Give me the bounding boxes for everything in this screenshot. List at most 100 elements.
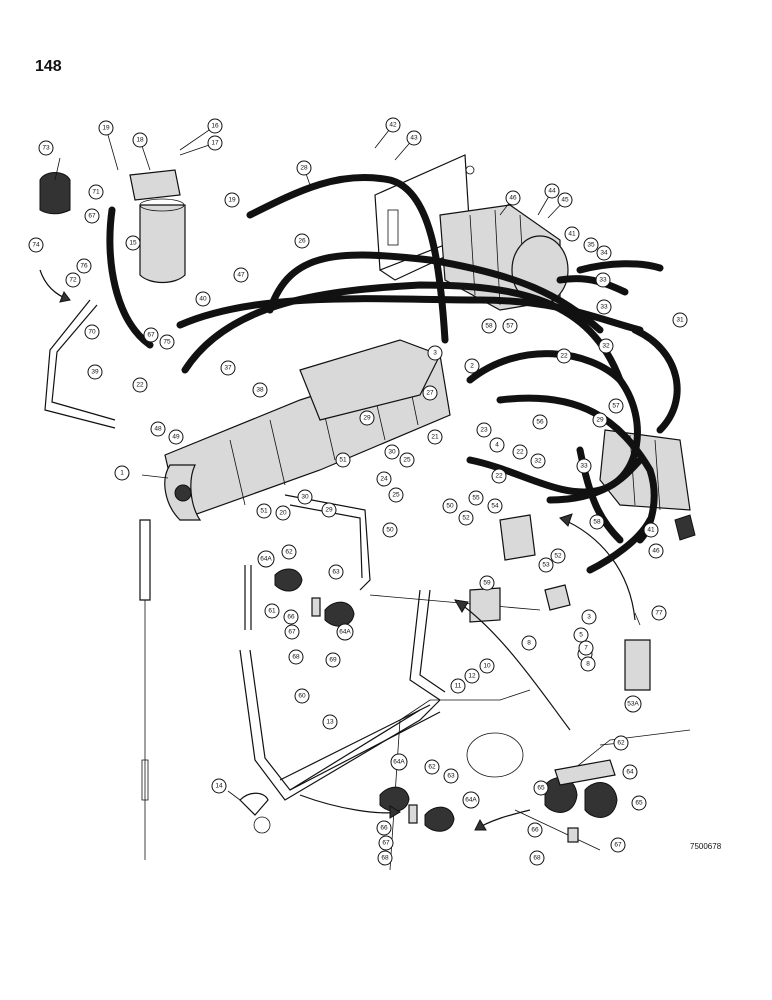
callout-34: 34: [596, 245, 612, 261]
callout-27: 27: [422, 385, 438, 401]
callout-number: 33: [600, 304, 608, 311]
callout-number: 66: [287, 614, 295, 621]
callout-number: 32: [602, 343, 610, 350]
callout-number: 66: [380, 825, 388, 832]
callout-number: 22: [516, 449, 524, 456]
callout-54: 54: [487, 498, 503, 514]
callout-41: 41: [643, 522, 659, 538]
callout-number: 39: [91, 369, 99, 376]
callout-number: 65: [537, 785, 545, 792]
callout-26: 26: [294, 233, 310, 249]
callout-63: 63: [443, 768, 459, 784]
callout-number: 12: [468, 673, 476, 680]
callout-17: 17: [207, 135, 223, 151]
callout-32: 32: [530, 453, 546, 469]
callout-57: 57: [502, 318, 518, 334]
callout-number: 32: [534, 458, 542, 465]
callout-64a: 64A: [390, 753, 408, 771]
callout-number: 22: [560, 353, 568, 360]
callout-67: 67: [284, 624, 300, 640]
callout-number: 46: [509, 195, 517, 202]
callout-number: 22: [136, 382, 144, 389]
callout-68: 68: [288, 649, 304, 665]
callout-65: 65: [631, 795, 647, 811]
callout-number: 48: [154, 426, 162, 433]
callout-67: 67: [84, 208, 100, 224]
callout-number: 50: [446, 503, 454, 510]
callout-number: 60: [298, 693, 306, 700]
callout-23: 23: [476, 422, 492, 438]
callout-number: 21: [431, 434, 439, 441]
callout-number: 53A: [627, 701, 639, 708]
callout-number: 15: [129, 240, 137, 247]
callout-51: 51: [335, 452, 351, 468]
callout-22: 22: [132, 377, 148, 393]
callout-number: 29: [596, 417, 604, 424]
callout-19: 19: [224, 192, 240, 208]
callout-40: 40: [195, 291, 211, 307]
callout-number: 64A: [339, 629, 351, 636]
callout-56: 56: [532, 414, 548, 430]
callout-number: 30: [388, 449, 396, 456]
callout-number: 8: [586, 661, 590, 668]
callout-2: 2: [464, 358, 480, 374]
callout-number: 64: [626, 769, 634, 776]
callout-50: 50: [442, 498, 458, 514]
callout-number: 74: [32, 242, 40, 249]
hydraulic-cylinder: [139, 519, 151, 860]
callout-68: 68: [377, 850, 393, 866]
callout-50: 50: [382, 522, 398, 538]
callout-64: 64: [622, 764, 638, 780]
callout-5: 5: [573, 627, 589, 643]
callout-number: 58: [485, 323, 493, 330]
callout-number: 42: [389, 122, 397, 129]
callout-75: 75: [159, 334, 175, 350]
callout-number: 59: [483, 580, 491, 587]
callout-number: 10: [483, 663, 491, 670]
callout-33: 33: [576, 458, 592, 474]
callout-69: 69: [325, 652, 341, 668]
callout-61: 61: [264, 603, 280, 619]
callout-number: 33: [580, 463, 588, 470]
callout-66: 66: [527, 822, 543, 838]
callout-52: 52: [458, 510, 474, 526]
callout-number: 28: [300, 165, 308, 172]
tubes: [44, 299, 446, 801]
callout-71: 71: [88, 184, 104, 200]
callout-number: 55: [472, 495, 480, 502]
callout-72: 72: [65, 272, 81, 288]
callout-65: 65: [533, 780, 549, 796]
callout-33: 33: [596, 299, 612, 315]
callout-22: 22: [556, 348, 572, 364]
callout-67: 67: [143, 327, 159, 343]
callout-number: 29: [325, 507, 333, 514]
callout-number: 18: [136, 137, 144, 144]
clamps-mounts: [39, 172, 618, 843]
callout-30: 30: [297, 489, 313, 505]
callout-42: 42: [385, 117, 401, 133]
callout-number: 69: [329, 657, 337, 664]
callout-number: 25: [392, 492, 400, 499]
callout-number: 46: [652, 548, 660, 555]
callout-67: 67: [378, 835, 394, 851]
callout-53a: 53A: [624, 695, 642, 713]
callout-3: 3: [427, 345, 443, 361]
callout-52: 52: [550, 548, 566, 564]
callout-10: 10: [479, 658, 495, 674]
callout-number: 64A: [393, 759, 405, 766]
callout-number: 77: [655, 610, 663, 617]
callout-7: 7: [578, 640, 594, 656]
callout-66: 66: [376, 820, 392, 836]
drawing-code: 7500678: [690, 842, 722, 851]
callout-number: 62: [285, 549, 293, 556]
callout-number: 25: [403, 457, 411, 464]
page-number: 148: [35, 58, 62, 75]
callout-32: 32: [598, 338, 614, 354]
callout-11: 11: [450, 678, 466, 694]
callout-number: 47: [237, 272, 245, 279]
callout-number: 68: [533, 855, 541, 862]
callout-62: 62: [613, 735, 629, 751]
callout-3: 3: [581, 609, 597, 625]
callout-14: 14: [211, 778, 227, 794]
callout-22: 22: [491, 468, 507, 484]
